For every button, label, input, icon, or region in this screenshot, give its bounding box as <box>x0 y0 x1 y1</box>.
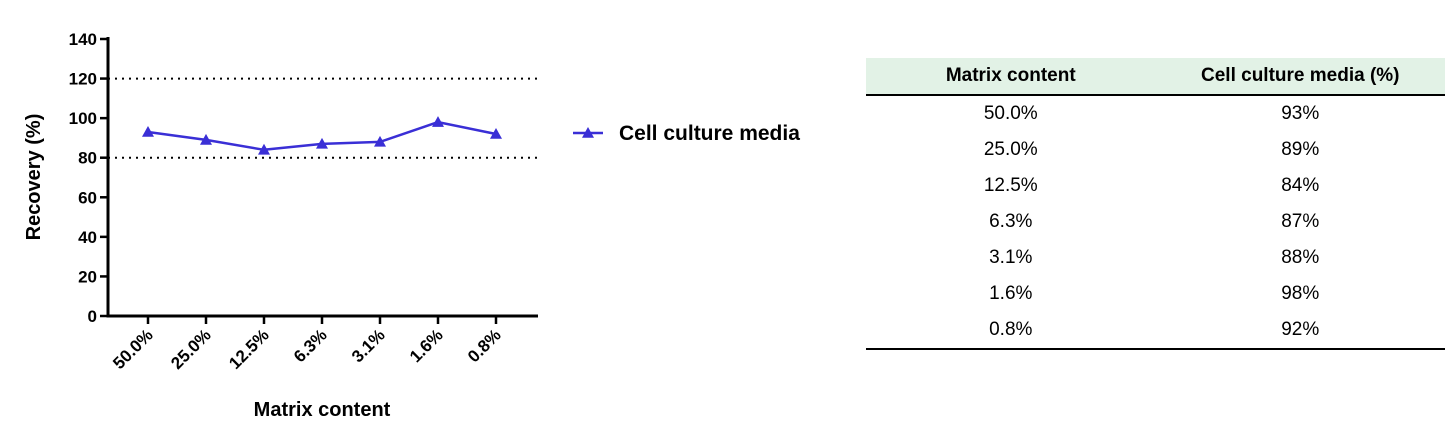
series-layer <box>142 116 502 155</box>
x-tick-label: 0.8% <box>464 325 505 366</box>
table-cell: 92% <box>1155 312 1445 350</box>
table-row: 25.0% 89% <box>866 132 1445 168</box>
x-axis-title: Matrix content <box>254 399 391 421</box>
y-tick-label: 20 <box>78 267 97 286</box>
y-axis-ticks: 0 20 40 60 80 100 120 140 <box>69 30 108 326</box>
table-cell: 50.0% <box>983 103 1038 124</box>
table-cell: 98% <box>1281 283 1320 304</box>
data-point-triangle <box>490 127 502 139</box>
x-tick-label: 12.5% <box>225 325 273 373</box>
x-tick-label: 25.0% <box>167 325 215 373</box>
y-tick-label: 100 <box>69 109 97 128</box>
table-cell: 3.1% <box>989 247 1033 268</box>
x-tick-label: 3.1% <box>348 325 389 366</box>
table-cell: 87% <box>1281 211 1320 232</box>
chart-legend: Cell culture media <box>573 122 800 145</box>
table-cell: 89% <box>1281 139 1320 160</box>
legend-label: Cell culture media <box>619 122 800 145</box>
table-cell: 1.6% <box>989 283 1033 304</box>
table-header-row: Matrix content Cell culture media (%) <box>866 58 1445 96</box>
table-cell: 84% <box>1281 175 1320 196</box>
table-cell: 88% <box>1281 247 1320 268</box>
x-tick-label: 6.3% <box>290 325 331 366</box>
data-point-triangle <box>432 116 444 127</box>
x-tick-label: 1.6% <box>406 325 447 366</box>
data-point-triangle <box>374 135 386 147</box>
y-tick-label: 0 <box>88 307 97 326</box>
table-row: 50.0% 93% <box>866 95 1445 132</box>
table-row: 1.6% 98% <box>866 276 1445 312</box>
table-row: 0.8%92% <box>866 312 1445 350</box>
data-point-triangle <box>142 125 154 137</box>
data-point-triangle <box>258 143 270 155</box>
y-tick-label: 140 <box>69 30 97 49</box>
y-axis-title: Recovery (%) <box>23 114 45 241</box>
table-row: 3.1% 88% <box>866 240 1445 276</box>
table-row: 6.3% 87% <box>866 204 1445 240</box>
table-cell: 12.5% <box>983 175 1038 196</box>
y-tick-label: 120 <box>69 70 97 89</box>
legend-triangle-marker <box>582 127 594 138</box>
reference-lines <box>108 77 538 159</box>
x-tick-label: 50.0% <box>109 325 157 373</box>
y-tick-label: 60 <box>78 188 97 207</box>
data-point-triangle <box>200 133 212 145</box>
table-row: 12.5% 84% <box>866 168 1445 204</box>
table-cell: 93% <box>1281 103 1320 124</box>
header-cell-culture-media: Cell culture media (%) <box>1155 58 1445 96</box>
table-cell: 6.3% <box>989 211 1033 232</box>
y-tick-label: 80 <box>78 149 97 168</box>
data-point-triangle <box>316 137 328 149</box>
table-cell: 0.8% <box>866 312 1156 350</box>
table-cell: 25.0% <box>983 139 1038 160</box>
x-axis-ticks: 50.0%25.0%12.5% 6.3% 3.1% 1.6% 0.8% <box>109 316 505 373</box>
y-tick-label: 40 <box>78 228 97 247</box>
header-matrix-content: Matrix content <box>866 58 1156 96</box>
recovery-data-table: Matrix content Cell culture media (%) 50… <box>866 58 1445 350</box>
recovery-line-chart: 0 20 40 60 80 100 120 140 50.0%25.0%12.5% 6.3% 3.… <box>23 30 800 421</box>
recovery-table: Matrix content Cell culture media (%) 50… <box>866 58 1445 350</box>
